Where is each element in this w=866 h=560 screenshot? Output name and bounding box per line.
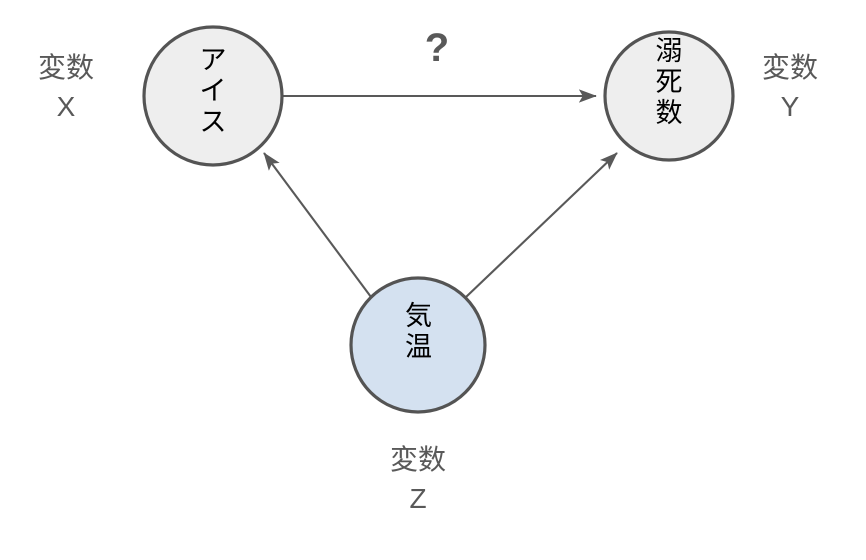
node-x-label: ア イ ス [199,45,227,137]
node-z-label: 気 温 [405,301,432,362]
node-y-label: 溺 死 数 [655,36,683,128]
variable-label-z: 変数 Z [389,444,446,514]
variable-label-y: 変数 Y [761,52,818,122]
node-y-circle[interactable] [603,30,735,162]
edge-z-to-y [465,152,618,298]
edge-z-to-x [263,152,372,298]
variable-label-x: 変数 X [37,52,94,122]
node-z-circle[interactable] [349,276,487,414]
node-x-circle[interactable] [142,25,284,167]
edge-x-to-y-question-label: ? [424,26,450,70]
